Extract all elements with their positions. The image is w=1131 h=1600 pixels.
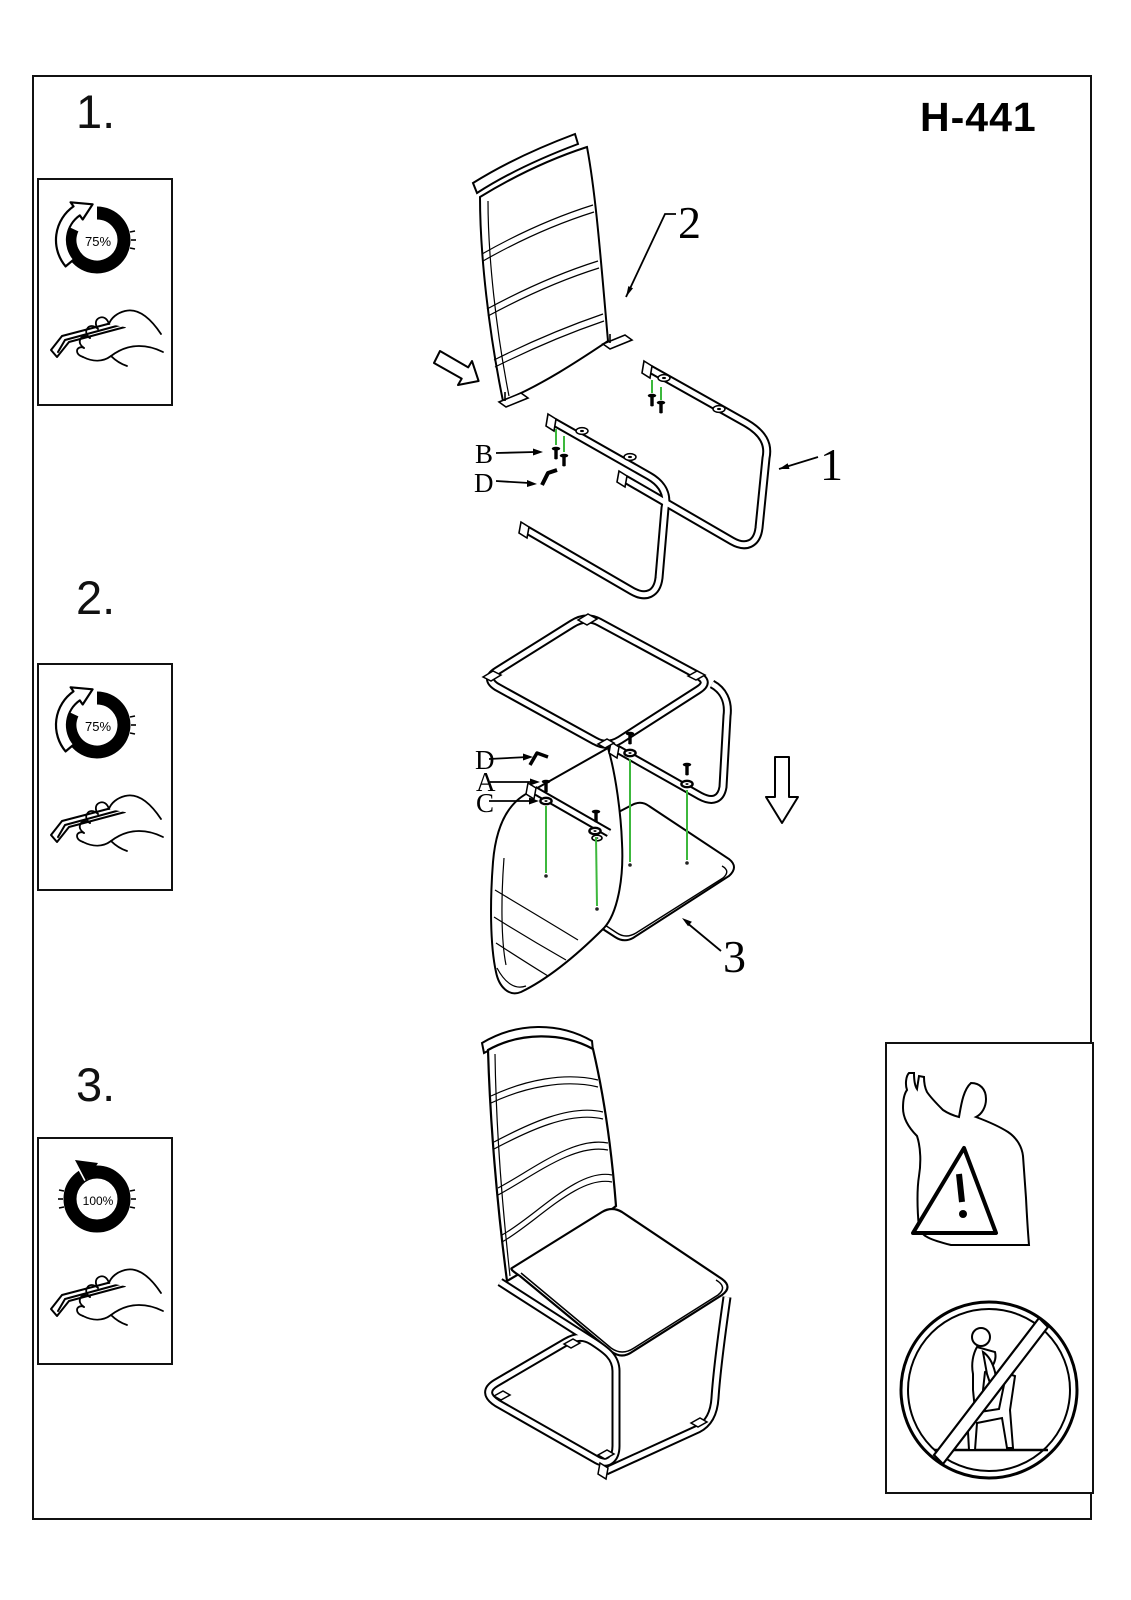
torque-75-icon: 75% — [54, 201, 136, 274]
callout-hex-key-d2: D — [475, 745, 495, 775]
svg-text:100%: 100% — [83, 1194, 114, 1208]
callout-frame: 1 — [820, 439, 843, 490]
callout-seat: 3 — [723, 931, 746, 982]
step-3-number: 3. — [76, 1058, 116, 1111]
attention-warning-icon — [901, 1072, 1031, 1246]
step-1-diagram: 2 1 B D — [433, 132, 843, 600]
svg-text:75%: 75% — [85, 719, 111, 734]
warning-box — [885, 1042, 1094, 1494]
callout-screw-a: A — [476, 767, 496, 797]
step-2-diagram: D A C 3 — [475, 613, 799, 995]
hand-hex-key-icon — [50, 309, 164, 367]
torque-75-icon: 75% — [54, 686, 136, 759]
callout-hex-key-d: D — [474, 468, 494, 498]
step-1-number: 1. — [76, 85, 116, 138]
callout-screw-b: B — [475, 439, 493, 469]
page-border — [32, 75, 1092, 1520]
step-3-diagram — [480, 1026, 732, 1481]
callout-backrest: 2 — [678, 197, 701, 248]
hand-hex-key-icon — [50, 794, 164, 852]
no-standing-icon — [899, 1300, 1079, 1480]
torque-box-step-2: 75% — [37, 663, 173, 891]
torque-box-step-3: 100% — [37, 1137, 173, 1365]
svg-text:75%: 75% — [85, 234, 111, 249]
step-2-number: 2. — [76, 571, 116, 624]
torque-box-step-1: 75% — [37, 178, 173, 406]
callout-washer-c: C — [476, 788, 494, 818]
torque-100-icon: 100% — [58, 1160, 136, 1233]
hand-hex-key-icon — [50, 1268, 164, 1326]
model-number: H-441 — [920, 94, 1037, 140]
